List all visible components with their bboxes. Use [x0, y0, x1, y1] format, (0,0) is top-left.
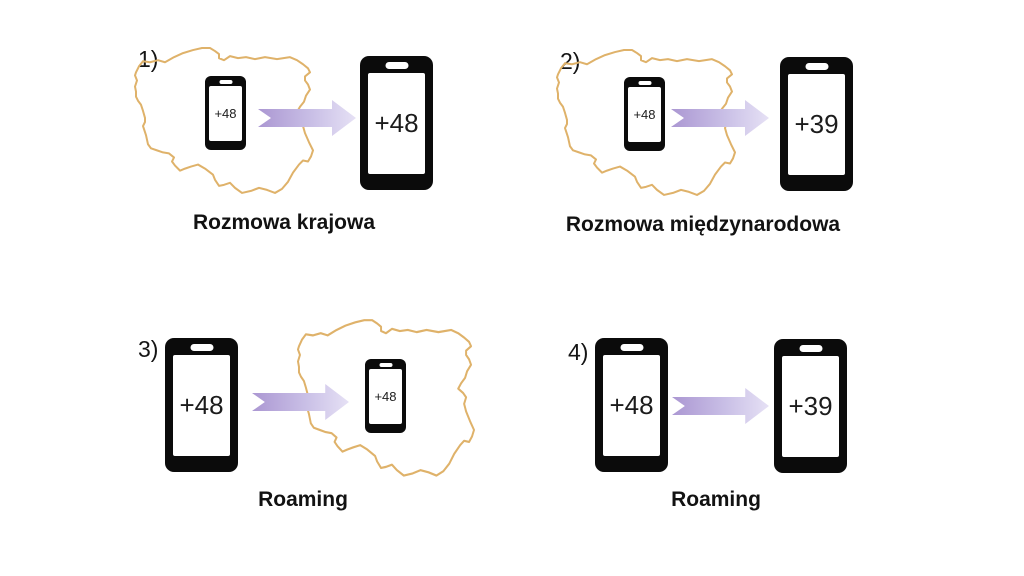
country-code-label: +48	[633, 107, 656, 122]
caption-domestic-call: Rozmowa krajowa	[192, 211, 376, 234]
phone-speaker-icon	[620, 344, 643, 351]
receiver-phone-icon: +48	[360, 56, 433, 190]
phone-speaker-icon	[799, 345, 822, 352]
phone-speaker-icon	[190, 344, 213, 351]
phone-screen: +39	[788, 74, 845, 175]
caller-phone-icon: +48	[205, 76, 246, 150]
arrow-right-icon	[252, 384, 349, 420]
country-code-label: +48	[214, 106, 237, 121]
country-code-label: +48	[179, 390, 224, 420]
panel-number: 2)	[560, 48, 581, 74]
phone-screen: +48	[368, 73, 425, 174]
phone-speaker-icon	[219, 80, 232, 84]
receiver-phone-icon: +39	[780, 57, 853, 191]
phone-screen: +48	[369, 369, 402, 424]
caller-phone-icon: +48	[595, 338, 668, 472]
country-code-label: +48	[609, 390, 654, 420]
phone-speaker-icon	[638, 81, 651, 85]
receiver-phone-icon: +39	[774, 339, 847, 473]
caller-phone-icon: +48	[165, 338, 238, 472]
arrow-right-icon	[671, 100, 769, 136]
panel-number: 1)	[138, 46, 159, 72]
panel-number: 3)	[138, 336, 159, 362]
phone-screen: +48	[209, 86, 242, 141]
phone-speaker-icon	[805, 63, 828, 70]
arrow-right-icon	[672, 388, 769, 424]
phone-screen: +48	[628, 87, 661, 142]
caller-phone-icon: +48	[624, 77, 665, 151]
phone-speaker-icon	[385, 62, 408, 69]
phone-screen: +39	[782, 356, 839, 457]
phone-speaker-icon	[379, 363, 392, 367]
caption-roaming: Roaming	[671, 488, 761, 511]
phone-screen: +48	[603, 355, 660, 456]
arrow-right-icon	[258, 100, 356, 136]
receiver-phone-icon: +48	[365, 359, 406, 433]
panel-number: 4)	[568, 339, 589, 365]
country-code-label: +48	[374, 389, 397, 404]
phone-screen: +48	[173, 355, 230, 456]
caption-international-call: Rozmowa międzynarodowa	[565, 213, 841, 236]
country-code-label: +48	[374, 108, 419, 138]
country-code-label: +39	[788, 391, 833, 421]
country-code-label: +39	[794, 109, 839, 139]
caption-roaming: Roaming	[258, 488, 348, 511]
